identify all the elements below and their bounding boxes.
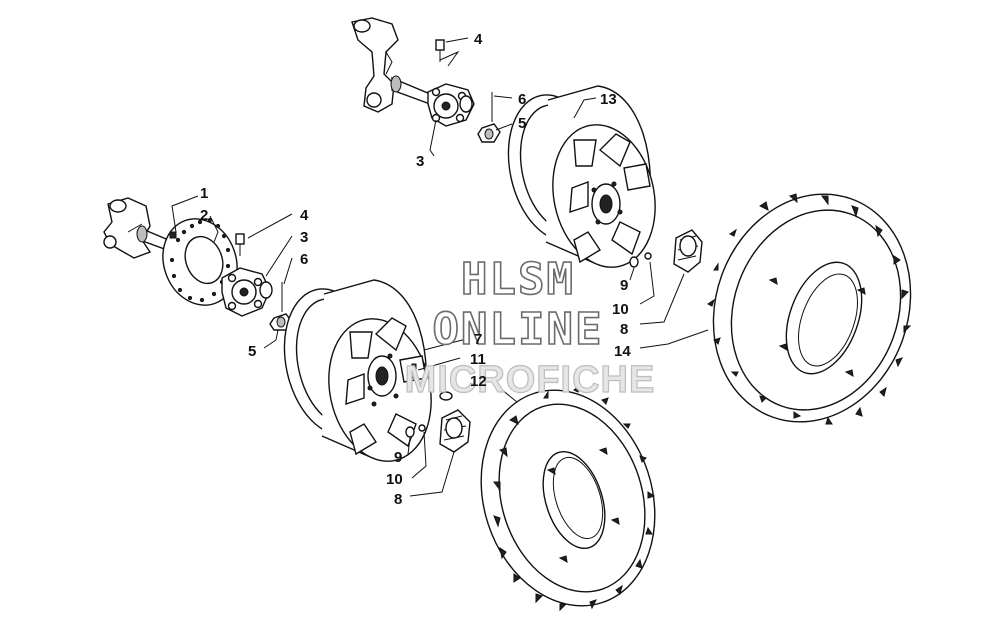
- callout-10-rear: 10: [612, 301, 629, 318]
- callout-9-front: 9: [394, 449, 402, 466]
- watermark-line-2: ONLINE: [433, 304, 604, 355]
- callout-6-left: 6: [300, 251, 308, 268]
- front-steering-knuckle: [103, 197, 152, 259]
- leader-2: [209, 215, 219, 243]
- leader-4-top: [445, 37, 469, 43]
- callout-13: 13: [600, 91, 617, 108]
- brake-disc: [162, 217, 238, 306]
- watermark-line-1: HLSM: [461, 254, 575, 305]
- callout-14: 14: [614, 343, 631, 360]
- front-hub-bolt: [235, 233, 245, 256]
- callout-5-left: 5: [248, 343, 256, 360]
- leader-6-top: [493, 95, 513, 99]
- callout-3-left: 3: [300, 229, 308, 246]
- leader-14: [639, 329, 709, 349]
- callout-9-rear: 9: [620, 277, 628, 294]
- leader-13: [573, 97, 597, 119]
- rear-wheel-lug-nut: [673, 229, 703, 273]
- callout-1: 1: [200, 185, 208, 202]
- front-wheel-stud: [411, 363, 453, 401]
- callout-8-front: 8: [394, 491, 402, 508]
- leader-7: [423, 337, 471, 351]
- brake-disc-bolt: [169, 231, 177, 239]
- callout-4-top: 4: [474, 31, 483, 48]
- front-wheel-hub: [221, 267, 273, 317]
- callout-numbers: 4 6 5 3 13 1 2 4 3 6 5 9 10 8 14 7 11 12…: [200, 31, 631, 508]
- front-valve-stem: [405, 424, 426, 438]
- callout-10-front: 10: [386, 471, 403, 488]
- leader-8-rear: [639, 273, 685, 325]
- upper-steering-knuckle: [351, 17, 399, 113]
- watermark: HLSM ONLINE MICROFICHE: [404, 253, 656, 401]
- front-castle-nut: [269, 313, 293, 331]
- front-wheel-rim: [283, 279, 432, 462]
- leader-4-left: [247, 213, 293, 239]
- watermark-line-3: MICROFICHE: [405, 359, 656, 401]
- leader-10-front: [411, 431, 427, 479]
- callout-3-top: 3: [416, 153, 424, 170]
- leader-11: [417, 357, 461, 371]
- leader-8-front: [409, 451, 455, 497]
- front-wheel-lug-nut: [439, 409, 471, 453]
- upper-wheel-hub: [427, 83, 475, 127]
- callout-11: 11: [470, 351, 486, 368]
- leader-1: [171, 195, 199, 233]
- upper-axle-spindle: [390, 75, 431, 106]
- callout-6-top: 6: [518, 91, 526, 108]
- callout-8-rear: 8: [620, 321, 628, 338]
- leader-3-left: [265, 235, 293, 277]
- callout-4-left: 4: [300, 207, 309, 224]
- leader-5-left: [263, 329, 279, 349]
- leader-9-front: [407, 437, 411, 455]
- leader-4-top-b: [439, 50, 460, 67]
- callout-5-top: 5: [518, 115, 526, 132]
- leader-10-rear: [639, 261, 655, 305]
- front-tire: [480, 384, 656, 612]
- callout-2: 2: [200, 207, 208, 224]
- upper-castle-nut: [477, 123, 501, 143]
- rear-valve-stem: [629, 252, 652, 268]
- rear-tire: [707, 193, 912, 425]
- leader-5-top: [495, 123, 513, 131]
- rear-wheel-rim: [507, 85, 656, 268]
- callout-7: 7: [474, 331, 482, 348]
- leader-3-top: [429, 119, 437, 157]
- leader-6-left: [283, 257, 293, 285]
- leader-9-rear: [629, 267, 635, 281]
- callout-12: 12: [470, 373, 487, 390]
